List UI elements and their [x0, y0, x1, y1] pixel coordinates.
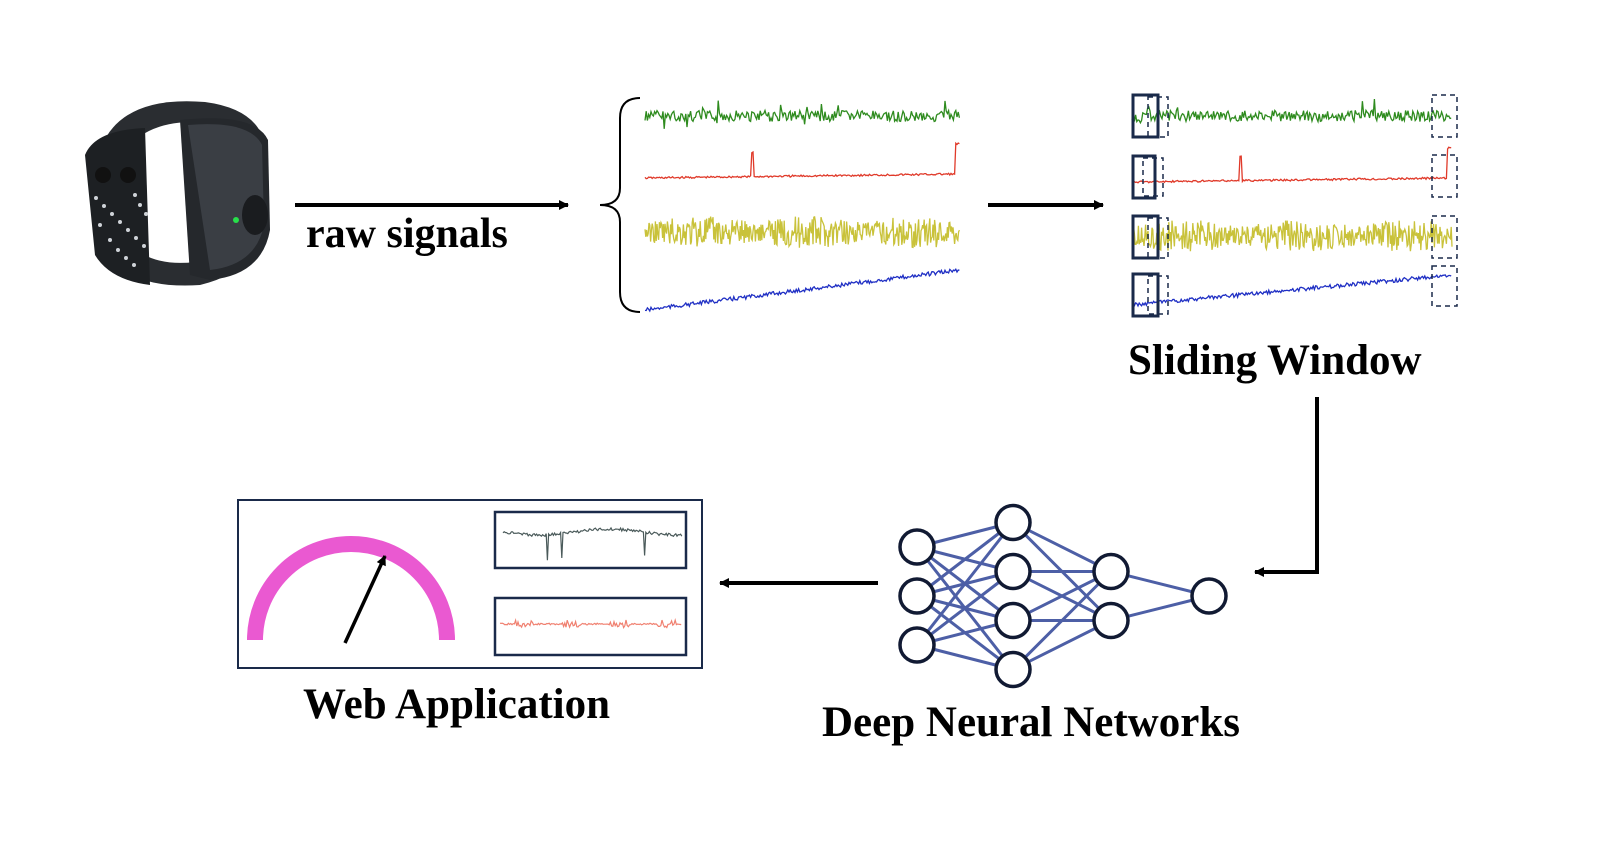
window-boxes-end: [1431, 94, 1458, 307]
deep-neural-networks-label: Deep Neural Networks: [822, 699, 1240, 746]
network-node-layer-3: [1092, 552, 1130, 591]
raw-signals-group: [644, 100, 961, 313]
network-node-layer-1: [898, 577, 936, 615]
web-application-label: Web Application: [303, 681, 611, 728]
network-edge: [916, 521, 1014, 598]
network-edge: [1011, 570, 1113, 671]
network-node-layer-2: [994, 601, 1032, 640]
network-node-layer-1: [898, 528, 936, 566]
network-edge: [915, 521, 1015, 646]
gauge-needle: [343, 555, 387, 644]
signal-yellow-line: [644, 216, 960, 249]
window-signal-blue-line: [1131, 274, 1452, 308]
network-node-layer-2: [994, 503, 1032, 542]
signal-blue-line: [644, 267, 960, 313]
app-chart-top: [493, 510, 688, 570]
signal-red-line: [644, 141, 960, 180]
arrow-to-network: [1254, 397, 1319, 577]
web-app-panel: [237, 499, 703, 669]
neural-network-diagram: [898, 503, 1228, 689]
sliding-window-label: Sliding Window: [1128, 337, 1422, 384]
gauge-arc: [247, 536, 455, 641]
window-signal-yellow-line: [1131, 220, 1453, 252]
network-node-layer-2: [994, 650, 1032, 689]
sliding-window-group: [1131, 93, 1458, 318]
window-signal-green-line: [1131, 99, 1452, 125]
window-signal-red-line: [1131, 146, 1452, 184]
network-edge: [916, 570, 1014, 647]
network-node-layer-2: [994, 552, 1032, 591]
app-chart-bottom-line: [499, 618, 682, 630]
signal-green-line: [644, 100, 961, 129]
wristband-device-icon: [85, 101, 270, 286]
raw-signals-label: raw signals: [306, 211, 508, 257]
app-chart-bottom: [493, 596, 688, 657]
app-chart-top-line: [502, 526, 683, 561]
signals-brace: [599, 97, 641, 313]
network-node-layer-1: [898, 626, 936, 664]
network-node-layer-4: [1190, 577, 1228, 615]
network-node-layer-3: [1092, 601, 1130, 640]
window-boxes-start: [1131, 93, 1169, 318]
